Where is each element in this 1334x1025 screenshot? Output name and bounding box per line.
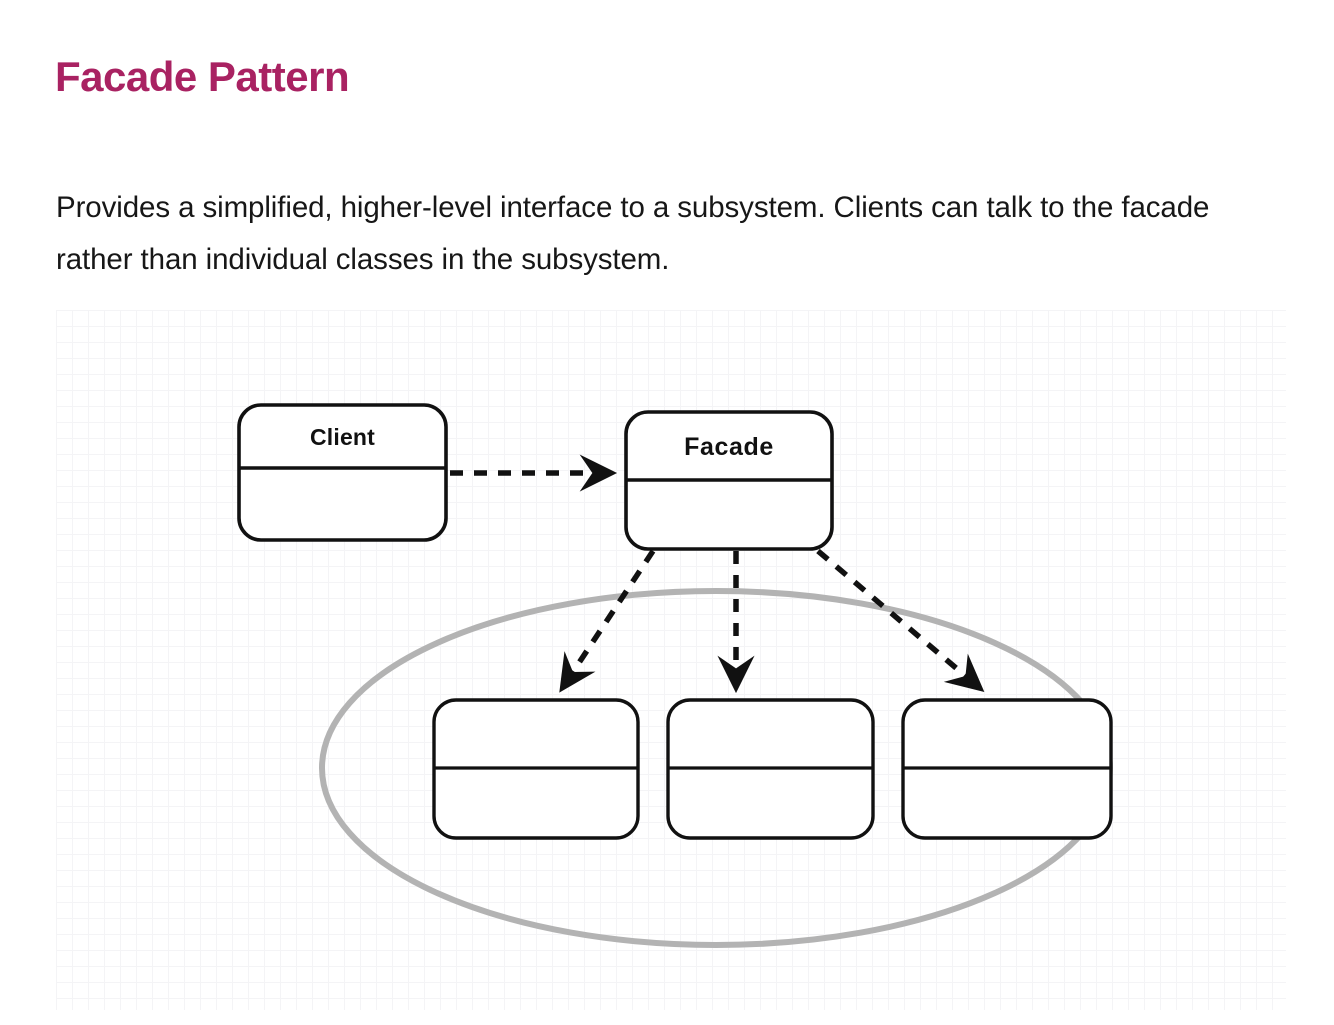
page-title: Facade Pattern bbox=[55, 53, 350, 101]
diagram-canvas: Client Facade bbox=[56, 310, 1286, 1010]
class-box-client-outline bbox=[237, 403, 448, 542]
edge-facade-to-subsystem-1 bbox=[558, 549, 656, 693]
class-box-subsystem-1[interactable] bbox=[432, 698, 640, 840]
facade-pattern-uml-diagram: Client Facade bbox=[237, 403, 1113, 948]
edge-facade-to-subsystem-3 bbox=[816, 548, 985, 693]
class-box-subsystem-2[interactable] bbox=[666, 698, 875, 840]
class-box-subsystem-3[interactable] bbox=[901, 698, 1113, 840]
class-box-client-label: Client bbox=[310, 424, 375, 450]
class-box-facade-label: Facade bbox=[684, 433, 774, 461]
class-box-client[interactable]: Client bbox=[237, 403, 448, 542]
pattern-description: Provides a simplified, higher-level inte… bbox=[56, 190, 1210, 276]
class-box-facade[interactable]: Facade bbox=[624, 410, 834, 551]
